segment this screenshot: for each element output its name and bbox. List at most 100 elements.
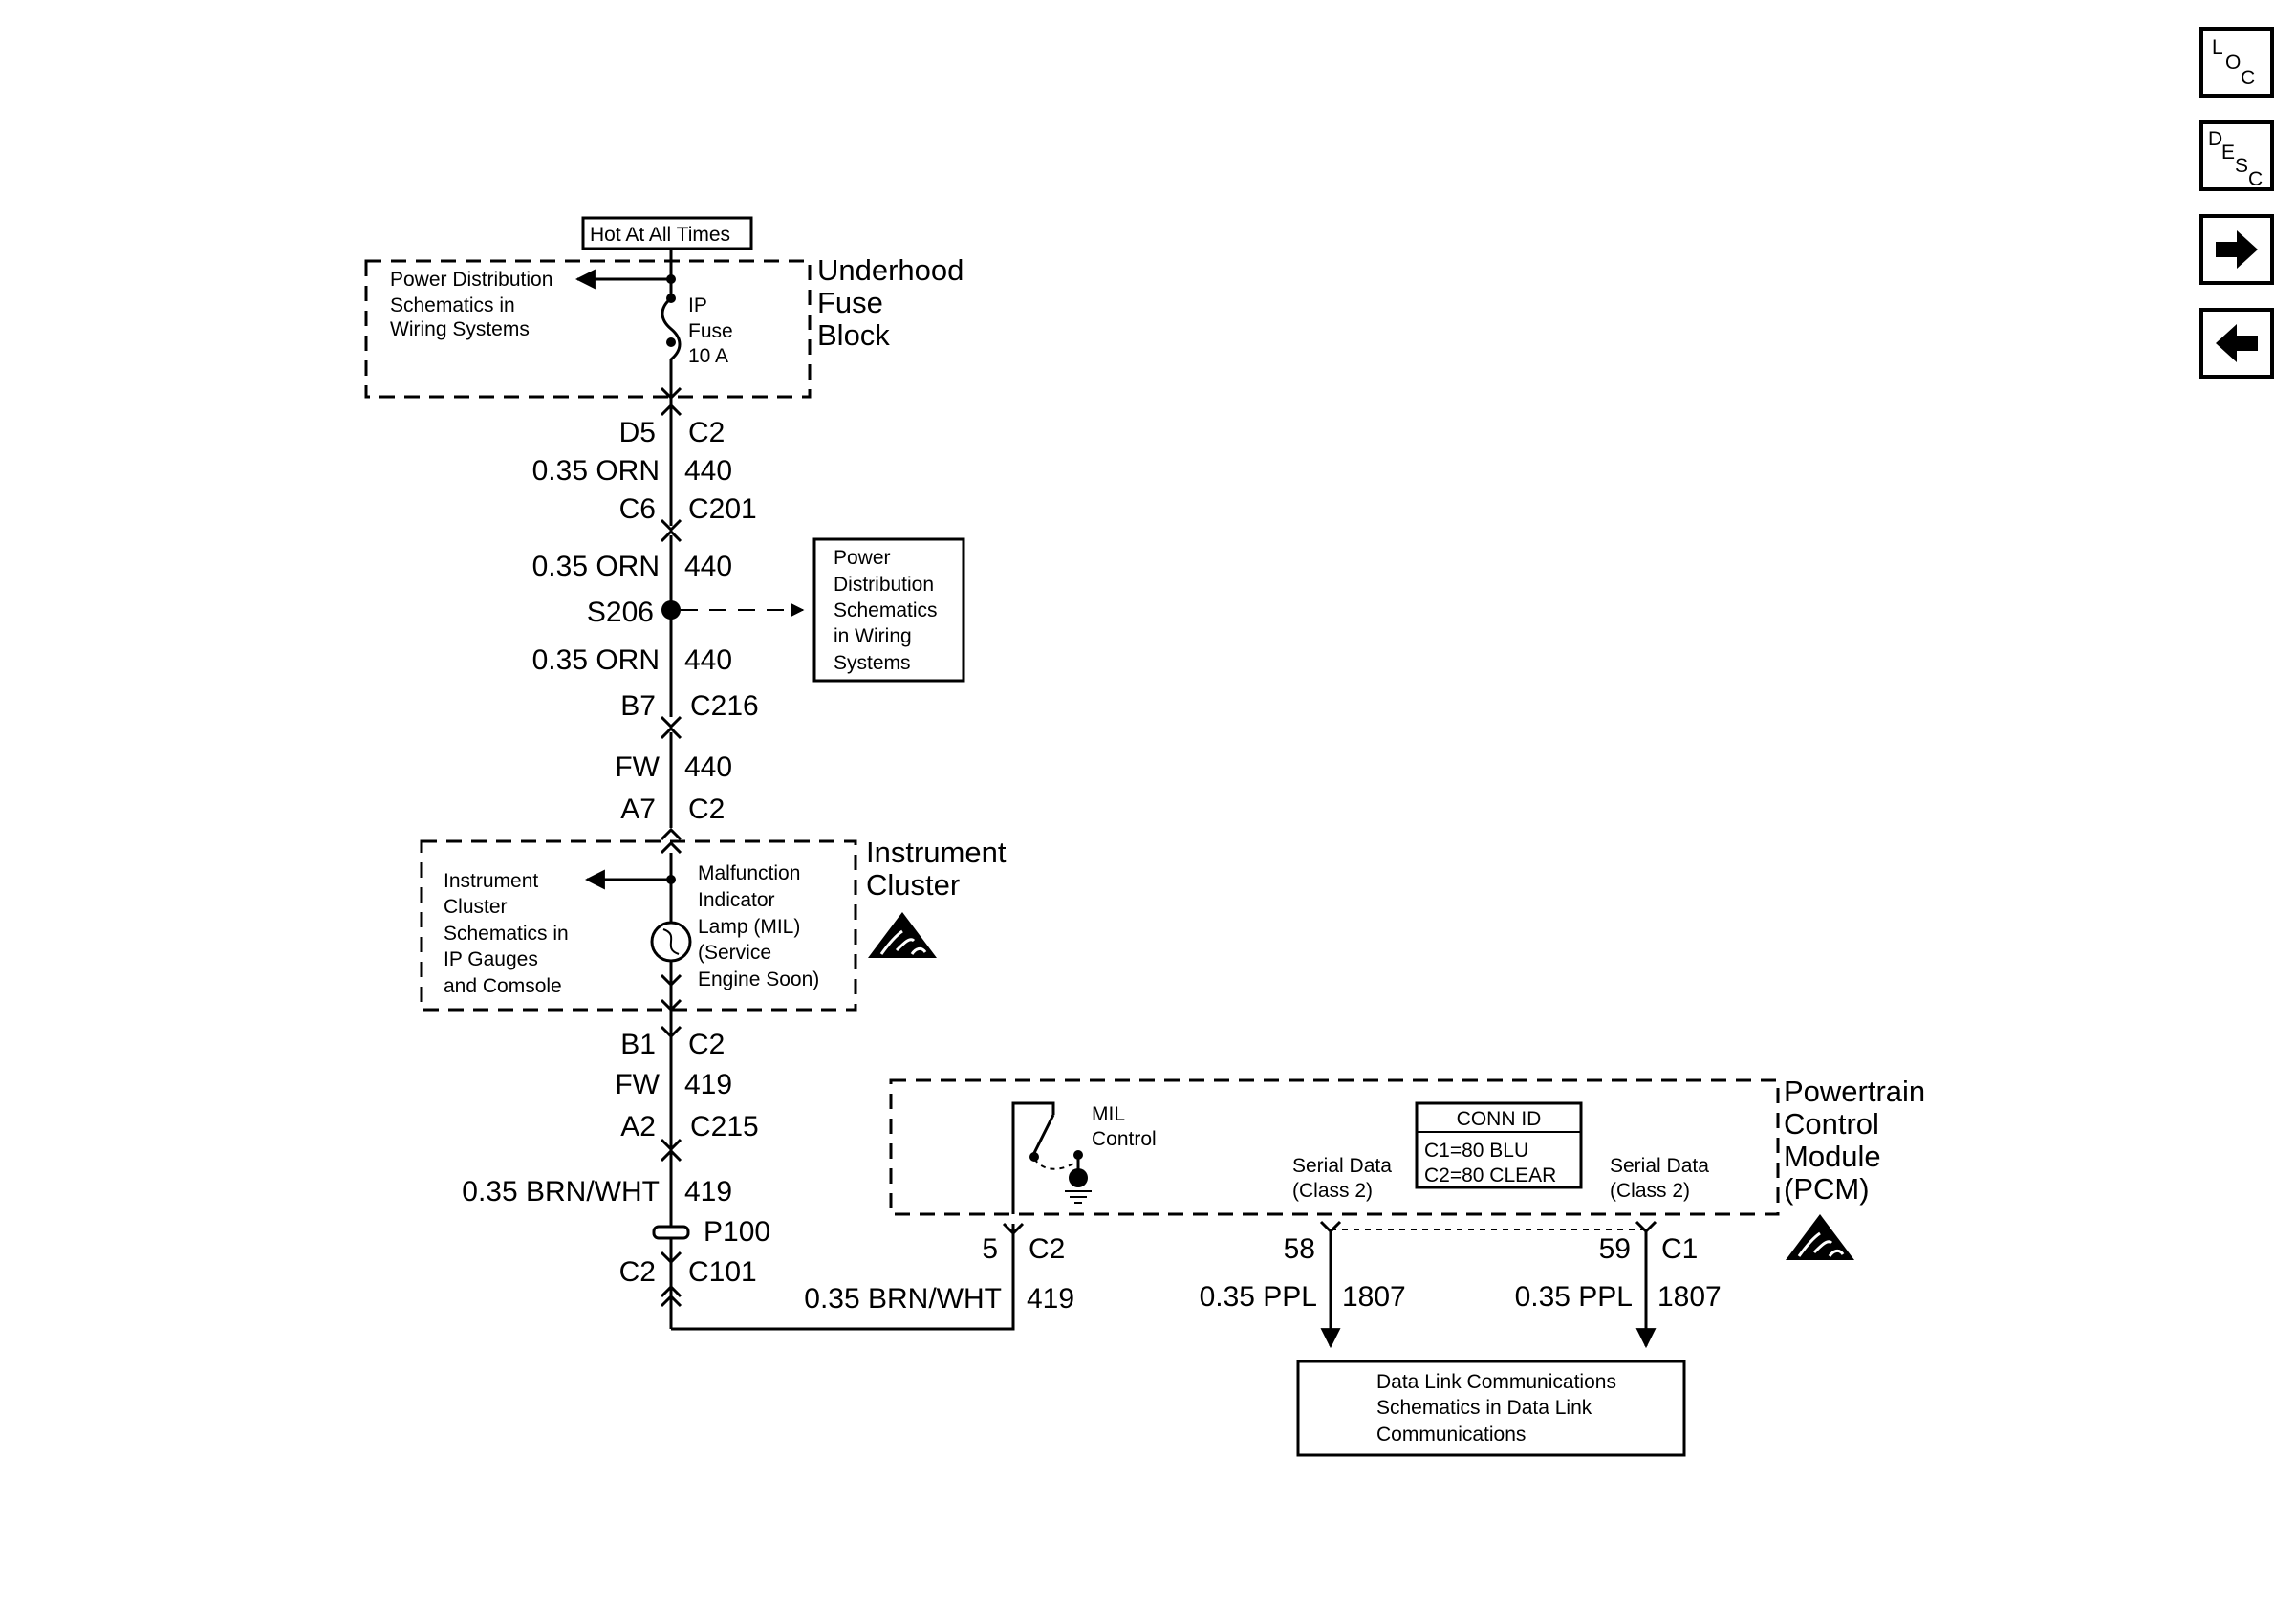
svg-text:Engine Soon): Engine Soon): [698, 968, 819, 990]
c215-connector-label: C215: [690, 1111, 759, 1142]
c216-connector-label: C216: [690, 690, 759, 722]
ic-c2-pin-a7: A7: [620, 794, 656, 825]
svg-text:C1=80 BLU: C1=80 BLU: [1424, 1140, 1528, 1162]
mil-lamp-icon: [650, 921, 692, 963]
svg-text:Schematics in: Schematics in: [390, 294, 515, 316]
wire-number: 1807: [1657, 1281, 1722, 1313]
esd-warning-icon: [1784, 1212, 1856, 1262]
serial-data-left-label: Serial Data (Class 2): [1292, 1155, 1392, 1202]
svg-text:IP: IP: [688, 294, 707, 316]
underhood-fuse-block: [364, 259, 812, 399]
p100-label: P100: [704, 1216, 770, 1248]
svg-text:Indicator: Indicator: [698, 889, 775, 911]
wire-gauge: FW: [615, 1069, 660, 1100]
svg-text:Schematics in: Schematics in: [444, 923, 569, 945]
loc-button[interactable]: L O C: [2199, 27, 2274, 98]
svg-text:Data Link Communications: Data Link Communications: [1376, 1371, 1616, 1393]
wire-gauge: 0.35 PPL: [1200, 1281, 1317, 1313]
hot-at-all-times-label: Hot At All Times: [581, 216, 753, 250]
svg-text:(PCM): (PCM): [1784, 1172, 1870, 1206]
svg-text:Hot At All Times: Hot At All Times: [590, 224, 730, 246]
wire-gauge: 0.35 BRN/WHT: [804, 1283, 1002, 1315]
svg-text:Fuse: Fuse: [817, 286, 883, 319]
mil-control-switch: [1011, 1101, 1092, 1214]
svg-text:C: C: [2241, 67, 2255, 89]
wire-number: 440: [684, 644, 732, 676]
svg-text:(Service: (Service: [698, 942, 771, 964]
svg-text:Schematics: Schematics: [834, 599, 938, 621]
prev-button[interactable]: [2199, 308, 2274, 379]
data-link-ref: Data Link Communications Schematics in D…: [1296, 1360, 1686, 1457]
svg-text:Instrument: Instrument: [866, 836, 1007, 869]
wire-gauge: FW: [615, 751, 660, 783]
svg-text:Control: Control: [1784, 1107, 1879, 1141]
instrument-cluster-title: Instrument Cluster: [866, 836, 1007, 902]
splice-label: S206: [587, 597, 654, 628]
svg-text:Block: Block: [817, 318, 890, 352]
svg-text:C: C: [2248, 168, 2263, 190]
splice-power-distribution-ref: Power Distribution Schematics in Wiring …: [812, 537, 965, 683]
pcm-pin-59: 59: [1599, 1233, 1631, 1265]
c2-pin-d5: D5: [619, 417, 656, 448]
svg-text:S: S: [2235, 155, 2248, 177]
c2-connector-label: C2: [688, 417, 725, 448]
svg-text:D: D: [2208, 128, 2222, 150]
pcm-title: Powertrain Control Module (PCM): [1784, 1075, 1925, 1206]
underhood-fuse-block-title: Underhood Fuse Block: [817, 253, 964, 352]
svg-text:and Comsole: and Comsole: [444, 975, 562, 997]
svg-text:Distribution: Distribution: [834, 574, 934, 596]
svg-text:Instrument: Instrument: [444, 870, 538, 892]
power-distribution-ref: Power Distribution Schematics in Wiring …: [390, 269, 552, 340]
desc-button[interactable]: D E S C: [2199, 120, 2274, 191]
wire-number: 419: [684, 1069, 732, 1100]
svg-text:Fuse: Fuse: [688, 320, 733, 342]
connector-c2-underhood: [660, 386, 682, 417]
connector-ic-c2-top: [660, 827, 682, 855]
svg-text:Serial Data: Serial Data: [1610, 1155, 1709, 1177]
svg-text:CONN ID: CONN ID: [1457, 1108, 1542, 1130]
svg-text:Systems: Systems: [834, 652, 911, 674]
arrow-right-icon: [2216, 230, 2258, 269]
instrument-cluster: [420, 839, 857, 1012]
svg-text:Malfunction: Malfunction: [698, 862, 800, 884]
svg-text:(Class 2): (Class 2): [1292, 1180, 1373, 1202]
svg-text:Schematics in Data Link: Schematics in Data Link: [1376, 1397, 1592, 1419]
svg-text:IP Gauges: IP Gauges: [444, 948, 538, 970]
svg-text:E: E: [2221, 141, 2235, 163]
connector-c201: [660, 518, 682, 543]
svg-text:O: O: [2225, 52, 2241, 74]
ic-c2-pin-b1: B1: [620, 1029, 656, 1060]
mil-lamp-label: Malfunction Indicator Lamp (MIL) (Servic…: [698, 862, 819, 990]
wire-number: 1807: [1342, 1281, 1406, 1313]
svg-text:Power: Power: [834, 547, 891, 569]
conn-id-box: CONN ID C1=80 BLU C2=80 CLEAR: [1415, 1101, 1583, 1189]
svg-text:Cluster: Cluster: [866, 868, 960, 902]
wire-number: 419: [684, 1176, 732, 1208]
serial-data-right-label: Serial Data (Class 2): [1610, 1155, 1709, 1202]
svg-text:Underhood: Underhood: [817, 253, 964, 287]
svg-text:C2=80 CLEAR: C2=80 CLEAR: [1424, 1164, 1556, 1186]
wire-gauge: 0.35 BRN/WHT: [462, 1176, 660, 1208]
pcm-pin-58: 58: [1284, 1233, 1315, 1265]
c101-connector-label: C101: [688, 1256, 757, 1288]
passthrough-p100: [652, 1225, 690, 1240]
wire-gauge: 0.35 ORN: [532, 644, 660, 676]
svg-text:10 A: 10 A: [688, 345, 728, 367]
desc-icon: D E S C: [2208, 128, 2263, 190]
svg-text:(Class 2): (Class 2): [1610, 1180, 1690, 1202]
wire-number: 440: [684, 551, 732, 582]
svg-text:Wiring Systems: Wiring Systems: [390, 318, 530, 340]
c216-pin-b7: B7: [620, 690, 656, 722]
wire-gauge: 0.35 PPL: [1515, 1281, 1633, 1313]
splice-s206: [661, 600, 681, 620]
connector-c216: [660, 715, 682, 740]
svg-text:Module: Module: [1784, 1140, 1881, 1173]
svg-text:Powertrain: Powertrain: [1784, 1075, 1925, 1108]
wire-number: 440: [684, 751, 732, 783]
ip-fuse-label: IP Fuse 10 A: [688, 294, 733, 367]
c201-connector-label: C201: [688, 493, 757, 525]
pcm-module: [889, 1078, 1780, 1216]
arrow-left-icon: [2216, 324, 2258, 362]
next-button[interactable]: [2199, 214, 2274, 285]
